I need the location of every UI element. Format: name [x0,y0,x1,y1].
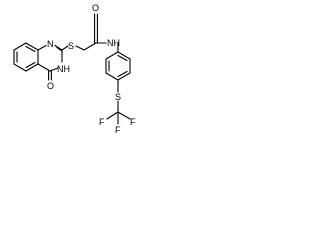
bond [83,42,97,51]
bond [13,63,27,72]
bond [25,61,36,69]
bond [37,44,47,51]
bond [117,72,131,81]
bond [54,44,63,51]
bond [61,45,69,51]
atom-label-f-right: F [130,117,136,127]
atom-label-s-thioether: S [68,41,74,51]
atom-label-s-aryl: S [115,92,121,102]
bond [117,54,128,62]
bond [105,72,119,81]
bond [106,111,119,120]
bond [25,63,39,72]
bond [117,111,131,120]
bond [25,42,39,51]
atom-label-o-ring: O [47,81,54,91]
atom-label-f-top: F [115,125,121,135]
atom-label-nh-amide: NH [107,38,120,48]
bond [37,63,51,72]
bond [117,51,131,60]
chemical-structure-drawing: O NH S N NH O S F F F [13,3,136,135]
bond-lines [13,13,131,125]
bond [105,51,119,60]
bond [117,70,128,78]
atom-label-n-ring: N [47,39,54,49]
atom-label-o-amide: O [92,3,99,13]
atom-labels: O NH S N NH O S F F F [47,3,136,135]
bond [13,42,27,51]
bond [56,46,63,52]
bond [25,45,36,53]
bond [75,45,85,51]
atom-label-nh-ring: NH [57,64,70,74]
atom-label-f-left: F [99,117,105,127]
